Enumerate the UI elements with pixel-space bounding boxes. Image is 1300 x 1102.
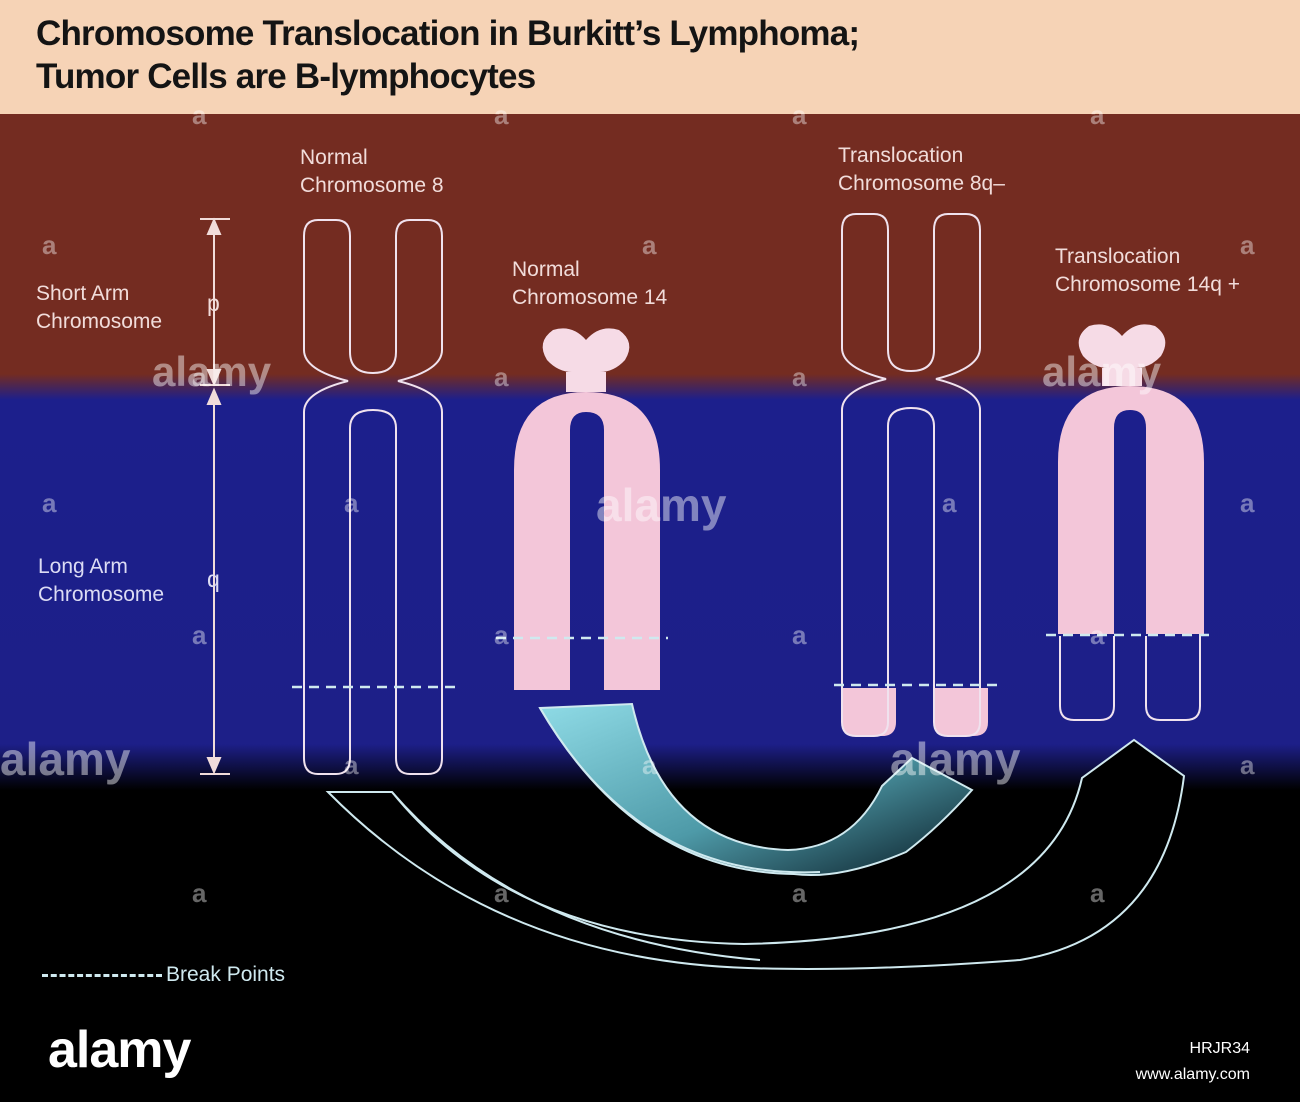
chromosome-diagram xyxy=(200,213,1214,970)
watermark-logo: alamy xyxy=(890,733,1021,785)
watermark-mark: a xyxy=(494,100,509,130)
watermark-mark: a xyxy=(344,488,359,518)
watermark-mark: a xyxy=(192,362,207,392)
watermark-mark: a xyxy=(494,620,509,650)
label-line-1: Normal xyxy=(512,258,580,281)
label-line-1: Translocation xyxy=(1055,245,1181,268)
legend-dash-swatch xyxy=(42,973,162,977)
footer-url: www.alamy.com xyxy=(1135,1066,1250,1083)
watermark-mark: a xyxy=(192,100,207,130)
title-line-2: Tumor Cells are B-lymphocytes xyxy=(36,57,536,96)
short-arm-band xyxy=(0,114,1300,374)
watermark-mark: a xyxy=(942,488,957,518)
watermark-mark: a xyxy=(642,750,657,780)
watermark-mark: a xyxy=(42,488,57,518)
translocation-arrow-8-to-14 xyxy=(325,738,1186,970)
chromosome-14q-plus-translocation xyxy=(1058,324,1204,721)
label-normal-chromosome-8: Normal Chromosome 8 xyxy=(300,144,444,200)
break-point-lines xyxy=(292,633,1214,689)
watermark-logo: alamy xyxy=(0,733,131,785)
label-line-2: Chromosome xyxy=(38,583,165,606)
watermark-logo: alamy xyxy=(152,348,272,395)
label-p: p xyxy=(207,290,220,316)
label-line-1: Long Arm xyxy=(38,555,128,578)
label-line-1: Translocation xyxy=(838,144,964,167)
chromosome-8q-minus-translocation xyxy=(841,213,988,737)
title-line-1: Chromosome Translocation in Burkitt’s Ly… xyxy=(36,14,860,53)
legend-label: Break Points xyxy=(166,963,286,986)
watermark-mark: a xyxy=(494,878,509,908)
footer-logo: alamy xyxy=(48,1021,191,1079)
title-banner: Chromosome Translocation in Burkitt’s Ly… xyxy=(0,0,1300,114)
translocation-curve-overlap xyxy=(391,707,821,961)
label-line-2: Chromosome 8 xyxy=(300,174,444,197)
label-normal-chromosome-14: Normal Chromosome 14 xyxy=(512,256,667,312)
watermark-mark: a xyxy=(192,620,207,650)
watermark-mark: a xyxy=(792,362,807,392)
chromosome-14-normal xyxy=(514,328,660,690)
watermark-mark: a xyxy=(792,100,807,130)
watermark-mark: a xyxy=(1090,620,1105,650)
watermark-mark: a xyxy=(1090,100,1105,130)
watermark-mark: a xyxy=(792,878,807,908)
label-line-2: Chromosome 8q– xyxy=(838,172,1005,195)
footer-image-id: HRJR34 xyxy=(1189,1040,1250,1057)
watermark-mark: a xyxy=(344,750,359,780)
arm-length-arrows xyxy=(200,217,230,775)
watermark-logo: alamy xyxy=(1042,348,1162,395)
legend: Break Points xyxy=(42,962,285,988)
watermark-mark: a xyxy=(1240,750,1255,780)
label-q: q xyxy=(207,566,220,592)
label-line-1: Short Arm xyxy=(36,282,130,305)
label-line-2: Chromosome xyxy=(36,310,163,333)
label-translocation-chromosome-14q: Translocation Chromosome 14q + xyxy=(1055,243,1240,299)
diagram-title: Chromosome Translocation in Burkitt’s Ly… xyxy=(36,12,860,98)
watermark-mark: a xyxy=(1090,878,1105,908)
watermark-logo: alamy xyxy=(596,479,727,531)
translocation-arrow-14-to-8 xyxy=(538,702,974,877)
watermark-mark: a xyxy=(792,620,807,650)
watermark-mark: a xyxy=(494,362,509,392)
watermark-mark: a xyxy=(192,878,207,908)
footer-image-info: HRJR34 www.alamy.com xyxy=(1136,1036,1250,1088)
watermark-footer: alamy HRJR34 www.alamy.com xyxy=(0,1012,1300,1102)
watermark-mark: a xyxy=(1240,230,1255,260)
label-line-2: Chromosome 14 xyxy=(512,286,668,309)
label-translocation-chromosome-8q: Translocation Chromosome 8q– xyxy=(838,142,1005,198)
watermark-mark: a xyxy=(1240,488,1255,518)
label-line-1: Normal xyxy=(300,146,368,169)
watermark-mark: a xyxy=(42,230,57,260)
watermark-mark: a xyxy=(642,230,657,260)
label-long-arm: Long Arm Chromosome xyxy=(38,553,164,609)
label-line-2: Chromosome 14q + xyxy=(1055,273,1241,296)
chromosome-8-normal xyxy=(303,219,443,775)
label-short-arm: Short Arm Chromosome xyxy=(36,280,162,336)
